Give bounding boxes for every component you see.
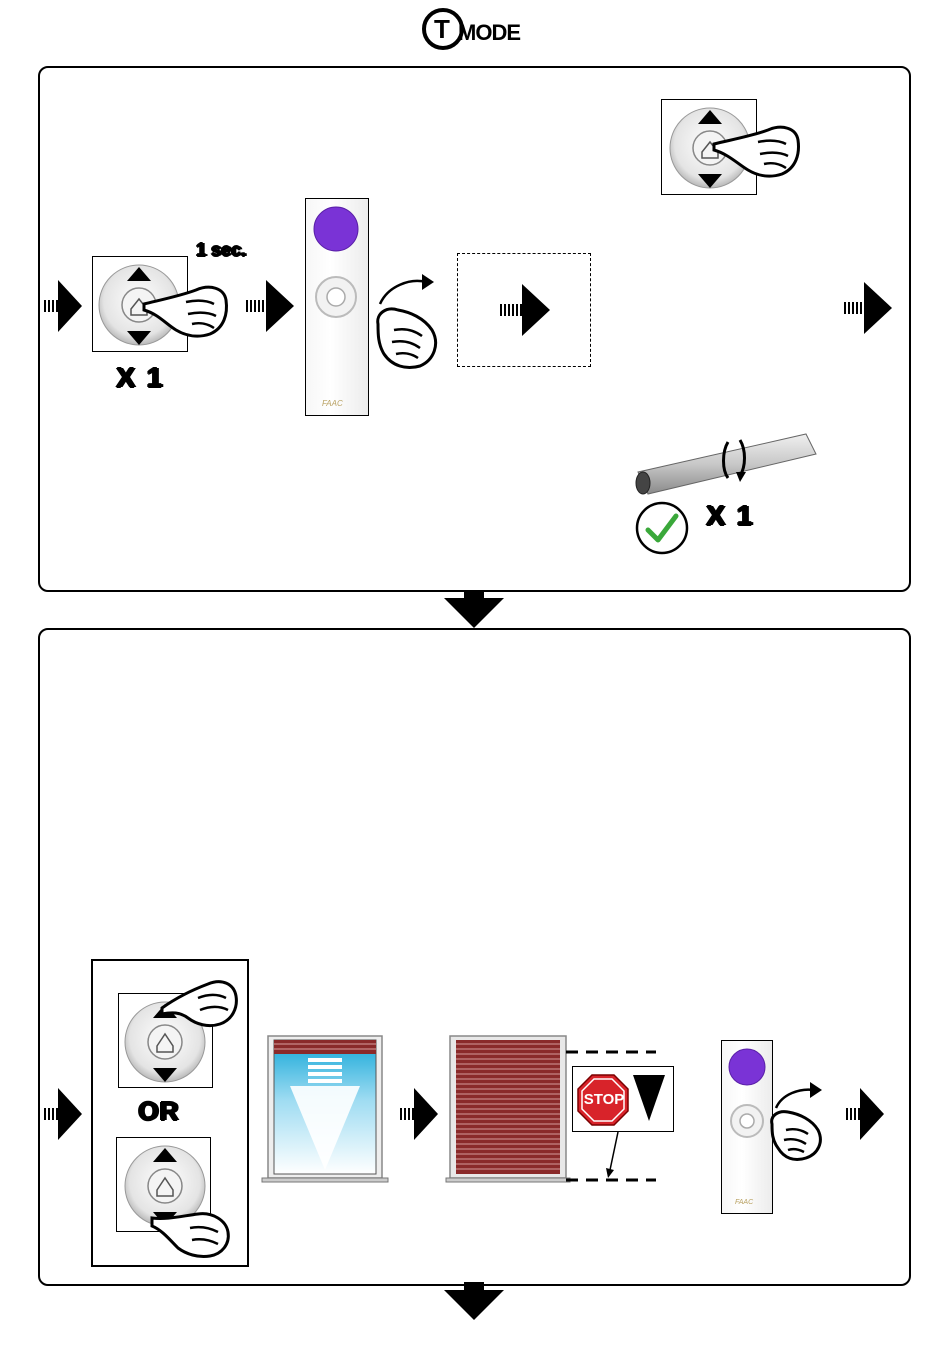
flow-arrow-icon — [246, 280, 296, 332]
stop-indicator-box: STOP — [572, 1066, 674, 1132]
pointing-hand-icon — [160, 974, 240, 1030]
remote-control-1: FAAC — [305, 198, 369, 416]
logo: T MODE — [420, 6, 540, 52]
flow-arrow-icon — [400, 1088, 442, 1140]
pointing-hand-icon — [140, 270, 230, 340]
exit-arrow-icon — [846, 1088, 888, 1140]
flow-arrow-icon — [500, 284, 554, 336]
repeat-count-left: X 1 — [116, 362, 164, 394]
remote-brand-label: FAAC — [322, 399, 343, 408]
remote-led-icon — [306, 199, 370, 417]
checkmark-icon — [634, 500, 690, 556]
remote-brand-label: FAAC — [735, 1199, 753, 1206]
window-down-arrow-icon — [262, 1034, 388, 1186]
turning-hand-icon — [766, 1082, 830, 1164]
repeat-count-motor: X 1 — [706, 500, 754, 532]
down-triangle-icon — [633, 1075, 667, 1123]
down-arrow-icon — [444, 1282, 504, 1322]
logo-letter: T — [434, 14, 449, 45]
shutter-slats-icon — [446, 1034, 570, 1186]
logo-word: MODE — [458, 20, 520, 46]
or-label: OR — [138, 1096, 179, 1127]
entry-arrow-icon — [44, 1088, 84, 1140]
entry-arrow-icon — [44, 280, 84, 332]
motor-tube-icon — [630, 424, 820, 504]
press-duration-label: 1 sec. — [196, 240, 246, 261]
exit-arrow-icon — [844, 282, 894, 334]
pointing-hand-icon — [712, 110, 802, 182]
down-arrow-icon — [444, 590, 504, 630]
window-blind-lowering — [262, 1034, 388, 1186]
shutter-closed — [446, 1034, 570, 1186]
stop-sign-label: STOP — [580, 1091, 628, 1108]
turning-hand-icon — [370, 274, 442, 374]
pointing-hand-icon — [150, 1204, 232, 1260]
